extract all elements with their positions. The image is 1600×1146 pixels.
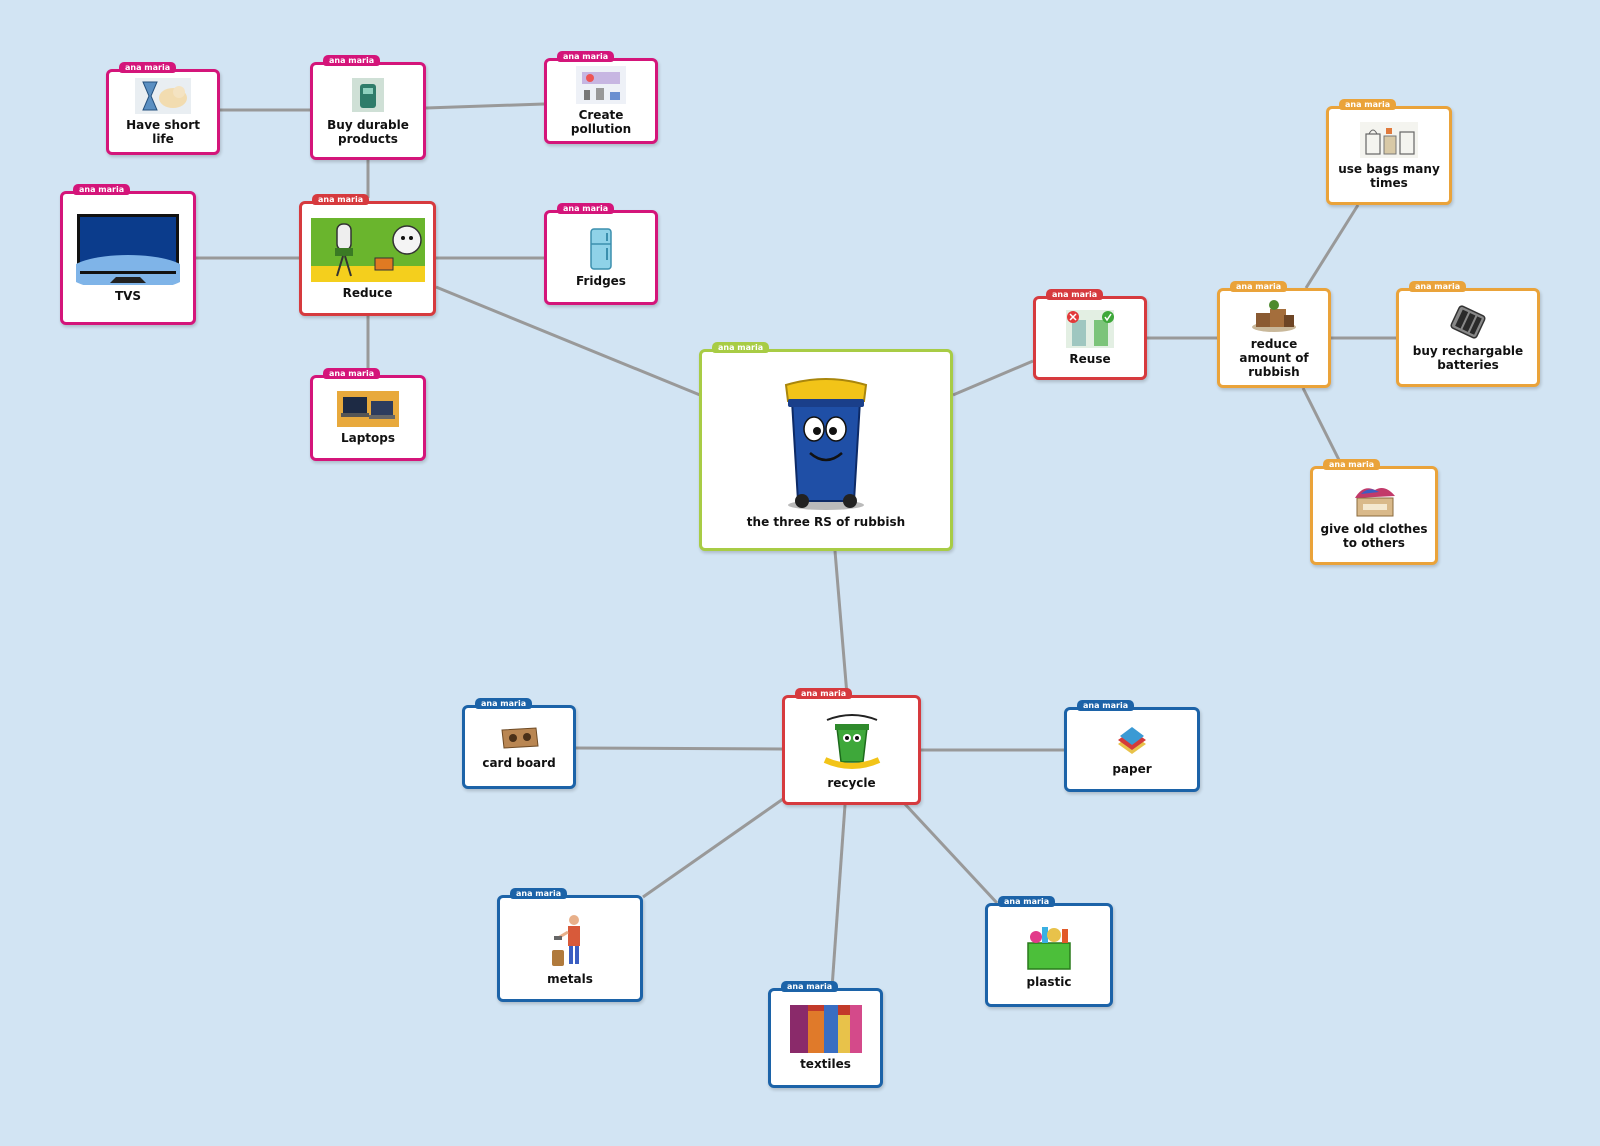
lightbulb-characters-icon xyxy=(311,218,425,282)
node-reuse[interactable]: ana maria Reuse xyxy=(1033,296,1147,380)
node-label: the three RS of rubbish xyxy=(741,515,911,529)
dog-hourglass-icon xyxy=(135,78,191,114)
node-tvs[interactable]: ana maria TVS xyxy=(60,191,196,325)
author-tag: ana maria xyxy=(510,888,567,899)
paper-stack-icon xyxy=(1114,724,1150,758)
link-central-reuse xyxy=(953,361,1033,395)
node-cardboard[interactable]: ana maria card board xyxy=(462,705,576,789)
node-label: reduce amount of rubbish xyxy=(1220,337,1328,379)
author-tag: ana maria xyxy=(998,896,1055,907)
node-label: Reduce xyxy=(337,286,399,300)
link-recycle-plastic xyxy=(904,803,997,903)
fabric-icon xyxy=(790,1005,862,1053)
author-tag: ana maria xyxy=(119,62,176,73)
author-tag: ana maria xyxy=(781,981,838,992)
author-tag: ana maria xyxy=(312,194,369,205)
link-amount-clothes xyxy=(1303,388,1342,466)
node-label: Laptops xyxy=(335,431,401,445)
link-central-recycle xyxy=(835,551,847,695)
author-tag: ana maria xyxy=(557,203,614,214)
link-recycle-metals xyxy=(643,799,783,897)
node-label: metals xyxy=(541,972,599,986)
node-label: give old clothes to others xyxy=(1313,522,1435,550)
node-label: TVS xyxy=(109,289,147,303)
wheelie-bin-icon xyxy=(778,371,874,511)
battery-charger-icon xyxy=(1446,304,1490,340)
node-laptops[interactable]: ana maria Laptops xyxy=(310,375,426,461)
node-fridges[interactable]: ana maria Fridges xyxy=(544,210,658,305)
author-tag: ana maria xyxy=(1323,459,1380,470)
node-pollution[interactable]: ana maria Create pollution xyxy=(544,58,658,144)
reuse-bags-icon xyxy=(1066,310,1114,348)
node-label: buy rechargable batteries xyxy=(1399,344,1537,372)
node-reduce-amount[interactable]: ana maria reduce amount of rubbish xyxy=(1217,288,1331,388)
author-tag: ana maria xyxy=(323,55,380,66)
author-tag: ana maria xyxy=(475,698,532,709)
node-label: textiles xyxy=(794,1057,857,1071)
shopping-bags-icon xyxy=(1360,122,1418,158)
node-plastic[interactable]: ana maria plastic xyxy=(985,903,1113,1007)
author-tag: ana maria xyxy=(1077,700,1134,711)
node-textiles[interactable]: ana maria textiles xyxy=(768,988,883,1088)
node-bags[interactable]: ana maria use bags many times xyxy=(1326,106,1452,205)
node-clothes[interactable]: ana maria give old clothes to others xyxy=(1310,466,1438,565)
node-reduce[interactable]: ana maria Reduce xyxy=(299,201,436,316)
author-tag: ana maria xyxy=(712,342,769,353)
node-central[interactable]: ana maria the three RS of rubbish xyxy=(699,349,953,551)
donation-box-icon xyxy=(1349,482,1399,518)
node-recycle[interactable]: ana maria recycle xyxy=(782,695,921,805)
node-label: card board xyxy=(476,756,561,770)
node-label: Reuse xyxy=(1063,352,1116,366)
durable-product-icon xyxy=(350,76,386,114)
recycle-bin-icon xyxy=(821,710,883,772)
node-label: Create pollution xyxy=(547,108,655,136)
link-recycle-cardboard xyxy=(576,748,782,749)
node-paper[interactable]: ana maria paper xyxy=(1064,707,1200,792)
author-tag: ana maria xyxy=(73,184,130,195)
node-label: use bags many times xyxy=(1329,162,1449,190)
cardboard-viewer-icon xyxy=(498,724,540,752)
node-buy-durable[interactable]: ana maria Buy durable products xyxy=(310,62,426,160)
node-metals[interactable]: ana maria metals xyxy=(497,895,643,1002)
author-tag: ana maria xyxy=(557,51,614,62)
author-tag: ana maria xyxy=(1339,99,1396,110)
rubbish-pile-icon xyxy=(1250,297,1298,333)
author-tag: ana maria xyxy=(323,368,380,379)
node-label: recycle xyxy=(821,776,881,790)
link-recycle-textiles xyxy=(832,805,845,988)
link-durable-pollution xyxy=(426,104,544,108)
author-tag: ana maria xyxy=(795,688,852,699)
author-tag: ana maria xyxy=(1230,281,1287,292)
author-tag: ana maria xyxy=(1046,289,1103,300)
link-amount-bags xyxy=(1306,205,1358,288)
node-batteries[interactable]: ana maria buy rechargable batteries xyxy=(1396,288,1540,387)
pollution-diagram-icon xyxy=(576,66,626,104)
laptop-icon xyxy=(337,391,399,427)
metalworker-icon xyxy=(550,912,590,968)
node-label: Fridges xyxy=(570,274,632,288)
plastic-crate-icon xyxy=(1022,921,1076,971)
television-icon xyxy=(76,213,180,285)
node-label: plastic xyxy=(1021,975,1078,989)
fridge-icon xyxy=(588,228,614,270)
node-short-life[interactable]: ana maria Have short life xyxy=(106,69,220,155)
node-label: paper xyxy=(1106,762,1157,776)
author-tag: ana maria xyxy=(1409,281,1466,292)
node-label: Have short life xyxy=(109,118,217,146)
node-label: Buy durable products xyxy=(313,118,423,146)
